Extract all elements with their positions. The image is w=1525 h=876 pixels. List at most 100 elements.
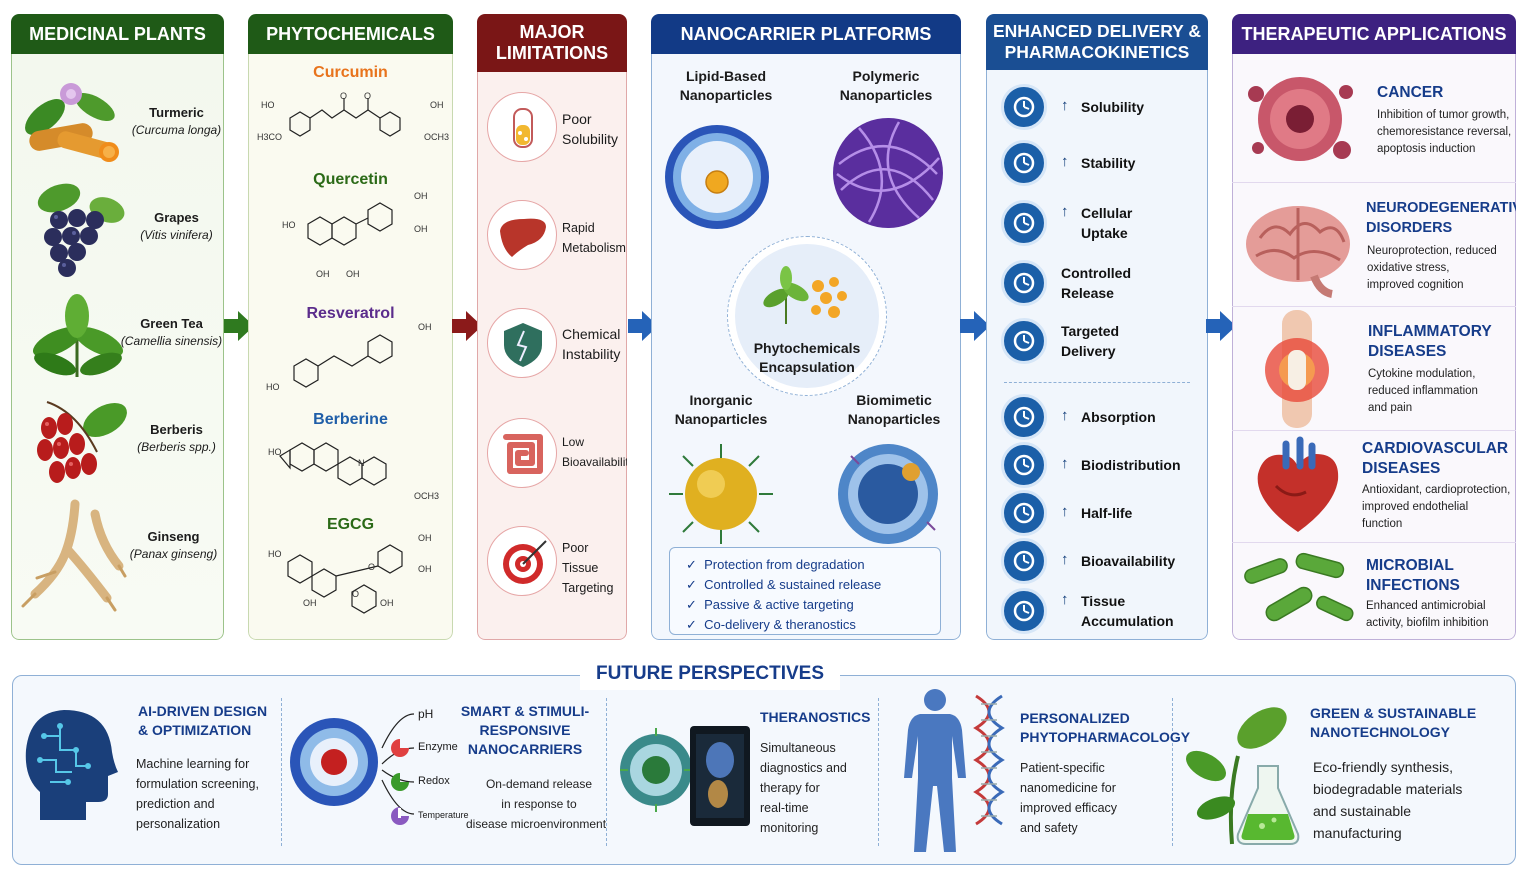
flow-arrow-right — [960, 311, 990, 341]
leaf-and-nanoparticles-icon — [763, 266, 847, 324]
delivery-benefit-label: Stability — [1081, 155, 1136, 171]
future-item-description: personalization — [136, 817, 221, 831]
disease-title: MICROBIAL — [1366, 557, 1454, 574]
disease-title: INFECTIONS — [1366, 577, 1460, 594]
benefit-item: Passive & active targeting — [704, 597, 854, 612]
gold-nanoparticle-icon — [669, 444, 773, 544]
cracked-shield-icon — [487, 308, 557, 378]
future-item-title: SMART & STIMULI- — [460, 703, 590, 719]
limitation-label: Chemical — [562, 326, 621, 342]
future-item-description: Machine learning for — [136, 757, 250, 771]
functional-group-label: OH — [346, 269, 360, 279]
plant-name: Green Tea — [140, 316, 203, 331]
turmeric-image — [25, 83, 119, 162]
plant-scientific-name: (Camellia sinensis) — [120, 334, 223, 348]
clock-icon — [1001, 490, 1047, 536]
increase-arrow-icon: ↑ — [1061, 503, 1069, 520]
future-item-description: monitoring — [760, 821, 819, 835]
plant-name: Grapes — [154, 210, 199, 225]
nanoparticle-type-label: Nanoparticles — [839, 87, 933, 103]
future-item-description: in response to — [501, 797, 577, 811]
future-perspectives-title: FUTURE PERSPECTIVES — [595, 663, 825, 684]
disease-description: activity, biofilm inhibition — [1366, 617, 1489, 629]
benefit-item: Co-delivery & theranostics — [704, 617, 856, 632]
future-item-description: real-time — [760, 801, 809, 815]
future-item-description: prediction and — [136, 797, 215, 811]
functional-group-label: OH — [418, 564, 432, 574]
future-item-description: On-demand release — [485, 777, 593, 791]
delivery-benefit-label: Accumulation — [1081, 613, 1174, 629]
functional-group-label: O — [340, 91, 348, 101]
delivery-benefit-label: Delivery — [1061, 343, 1116, 359]
stimulus-label: Redox — [418, 775, 450, 787]
bar-chart-icon — [1001, 538, 1047, 584]
phytochemical-name: Quercetin — [313, 171, 388, 188]
plant-name: Ginseng — [147, 529, 200, 544]
delivery-benefit-label: Cellular — [1081, 205, 1133, 221]
future-item-title: NANOCARRIERS — [467, 741, 583, 757]
benefit-item: Protection from degradation — [704, 557, 865, 572]
check-icon: ✓ — [686, 617, 697, 632]
check-icon: ✓ — [686, 557, 697, 572]
limitation-label: Targeting — [562, 581, 614, 595]
egcg-structure — [287, 544, 403, 614]
phytochemical-name: EGCG — [326, 516, 375, 533]
limitation-label: Poor — [562, 111, 592, 127]
future-item-description: Simultaneous — [760, 741, 836, 755]
nanocarrier-platforms-header: NANOCARRIER PLATFORMS — [651, 14, 961, 54]
flow-arrow-right — [628, 311, 658, 341]
functional-group-label: OH — [414, 191, 428, 201]
polymeric-nanoparticle-icon — [833, 118, 943, 228]
functional-group-label: HO — [261, 100, 275, 110]
limitation-label: Instability — [562, 346, 621, 362]
functional-group-label: HO — [266, 382, 280, 392]
medicinal-plants-column: MEDICINAL PLANTS Turmeric (Curcuma longa… — [11, 14, 224, 640]
limitation-label: Poor Tissue — [562, 541, 599, 575]
disease-description: oxidative stress, — [1367, 262, 1450, 274]
future-item-title: RESPONSIVE — [479, 722, 571, 738]
ai-brain-head-icon — [25, 710, 118, 820]
plant-scientific-name: (Berberis spp.) — [137, 440, 216, 454]
redox-icon — [391, 773, 409, 791]
future-item-description: therapy for — [760, 781, 820, 795]
nanoparticle-type-label: Biomimetic — [856, 392, 932, 408]
resveratrol-structure — [293, 334, 393, 388]
future-item-title: THERANOSTICS — [760, 709, 871, 725]
limitation-label: Rapid — [562, 221, 595, 235]
medical-imaging-monitor-icon — [690, 726, 750, 826]
limitation-label: Metabolism — [562, 241, 626, 255]
functional-group-label: OCH3 — [414, 491, 440, 501]
functional-group-label: O — [368, 562, 376, 572]
disease-title: DISEASES — [1368, 343, 1447, 360]
berberis-image — [37, 401, 127, 483]
future-item-title: PERSONALIZED — [1020, 710, 1130, 726]
stimulus-label: Enzyme — [418, 741, 458, 753]
disease-title: NEURODEGENERATIVE — [1366, 200, 1516, 216]
disease-description: chemoresistance reversal, — [1377, 126, 1512, 138]
delivery-benefit-label: Release — [1061, 285, 1114, 301]
nanoparticle-type-label: Lipid-Based — [685, 68, 767, 84]
enhanced-delivery-column: ENHANCED DELIVERY & PHARMACOKINETICS ↑So… — [986, 14, 1208, 640]
cells-icon — [1001, 588, 1047, 634]
increase-arrow-icon: ↑ — [1061, 551, 1069, 568]
inflamed-joint-icon — [1265, 310, 1329, 428]
functional-group-label: OH — [418, 533, 432, 543]
stimuli-arrows — [381, 713, 415, 815]
disease-title: CANCER — [1377, 84, 1444, 101]
future-item-title: PHYTOPHARMACOLOGY — [1020, 729, 1191, 745]
delivery-benefit-label: Absorption — [1081, 409, 1156, 425]
delivery-benefit-label: Targeted — [1061, 323, 1120, 339]
plant-name: Berberis — [150, 422, 203, 437]
functional-group-label: OH — [316, 269, 330, 279]
temperature-icon — [391, 807, 409, 825]
disease-description: Neuroprotection, reduced — [1367, 245, 1497, 257]
functional-group-label: OH — [303, 598, 317, 608]
benefit-item: Controlled & sustained release — [704, 577, 882, 592]
stimuli-responsive-nanocarrier-icon — [290, 718, 378, 806]
capsule-icon — [1001, 394, 1047, 440]
nanoparticle-type-label: Inorganic — [689, 392, 753, 408]
disease-description: Cytokine modulation, — [1368, 368, 1476, 380]
ginseng-image — [21, 499, 127, 612]
major-limitations-header-line1: MAJOR — [519, 22, 585, 42]
increase-arrow-icon: ↑ — [1061, 153, 1069, 170]
